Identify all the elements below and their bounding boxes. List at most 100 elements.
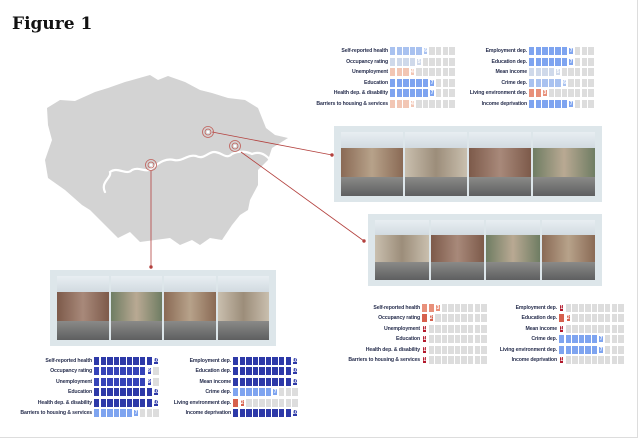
indicator-label: Education [68, 389, 92, 396]
decile-cell [390, 89, 396, 97]
decile-cell [588, 89, 594, 97]
decile-cell [481, 314, 487, 323]
decile-cell [272, 367, 278, 376]
decile-cell [265, 398, 272, 407]
street-view-photo [375, 220, 429, 280]
decile-value: 7 [598, 345, 604, 354]
decile-cell [591, 335, 598, 344]
decile-cell [542, 99, 548, 108]
decile-bar: 6 [390, 47, 455, 55]
decile-cell [568, 89, 574, 97]
decile-cell [442, 99, 449, 108]
decile-bar: 2 [233, 398, 298, 407]
decile-cell [265, 388, 272, 397]
decile-cell [403, 68, 409, 76]
decile-cell [140, 388, 146, 397]
decile-bar: 4 [390, 68, 455, 76]
street-view-photo [110, 276, 162, 340]
decile-cell [555, 78, 561, 87]
decile-cell [435, 335, 441, 344]
decile-cell [422, 99, 429, 108]
indicator-label: Occupancy rating [346, 58, 388, 65]
decile-cell [436, 57, 442, 66]
decile-cell [441, 356, 448, 364]
decile-bar: 7 [94, 409, 159, 417]
decile-bar: 3 [529, 89, 594, 97]
decile-cell [390, 47, 396, 55]
decile-value: 2 [239, 398, 245, 407]
decile-cell [396, 47, 402, 55]
decile-value: 7 [598, 335, 604, 344]
street-view-photo [533, 132, 595, 196]
decile-cell [591, 345, 598, 354]
decile-cell [94, 377, 100, 386]
decile-cell [578, 314, 585, 323]
decile-cell [618, 304, 624, 312]
decile-value: 2 [565, 314, 571, 323]
decile-value: 4 [409, 68, 416, 76]
decile-cell [578, 345, 585, 354]
decile-cell [555, 47, 561, 55]
indicator-label: Employment dep. [515, 305, 558, 311]
decile-cell [436, 99, 442, 108]
decile-value: 1 [422, 356, 428, 364]
decile-cell [252, 398, 259, 407]
decile-cell [140, 398, 146, 407]
decile-cell [246, 377, 252, 386]
decile-cell [442, 68, 449, 76]
decile-cell [403, 78, 409, 87]
decile-bar: 10 [233, 377, 298, 386]
decile-cell [100, 357, 106, 365]
decile-bar: 10 [94, 398, 159, 407]
decile-cell [618, 345, 624, 354]
decile-cell [442, 47, 449, 55]
decile-cell [618, 335, 624, 344]
decile-value: 10 [153, 398, 159, 407]
decile-cell [581, 68, 588, 76]
decile-value: 7 [568, 57, 574, 66]
decile-cell [441, 345, 448, 354]
decile-cell [246, 367, 252, 376]
indicator-label: Unemployment [383, 325, 420, 332]
decile-cell [565, 345, 571, 354]
decile-cell [409, 89, 416, 97]
indicator-label: Unemployment [55, 378, 92, 385]
decile-cell [292, 388, 298, 397]
location-marker-east[interactable] [202, 126, 214, 138]
decile-cell [474, 304, 481, 312]
decile-cell [94, 367, 100, 376]
decile-cell [598, 356, 604, 364]
decile-cell [403, 57, 409, 66]
decile-cell [409, 78, 416, 87]
decile-cell [146, 357, 153, 365]
location-marker-southeast[interactable] [229, 140, 241, 152]
decile-cell [461, 314, 467, 323]
decile-cell [126, 367, 133, 376]
decile-cell [113, 367, 120, 376]
indicator-label: Income deprivation [185, 410, 232, 416]
decile-cell [403, 99, 409, 108]
decile-bar: 1 [422, 345, 487, 354]
decile-bar: 7 [529, 57, 594, 66]
decile-cell [416, 89, 422, 97]
indicator-label: Crime dep. [205, 389, 231, 396]
decile-cell [588, 47, 594, 55]
decile-cell [441, 335, 448, 344]
decile-cell [133, 398, 139, 407]
decile-cell [575, 47, 581, 55]
decile-bar: 10 [233, 409, 298, 417]
indicator-label: Occupancy rating [378, 315, 420, 322]
decile-cell [442, 78, 449, 87]
decile-value: 10 [153, 388, 159, 397]
indicator-label: Mean income [495, 69, 527, 75]
decile-cell [561, 68, 568, 76]
decile-cell [133, 357, 139, 365]
street-view-photo [57, 276, 109, 340]
decile-cell [279, 377, 285, 386]
decile-cell [113, 409, 120, 417]
decile-cell [468, 356, 474, 364]
decile-bar: 3 [422, 304, 487, 312]
decile-cell [481, 345, 487, 354]
location-marker-west[interactable] [145, 159, 157, 171]
indicator-label: Education dep. [521, 315, 558, 322]
